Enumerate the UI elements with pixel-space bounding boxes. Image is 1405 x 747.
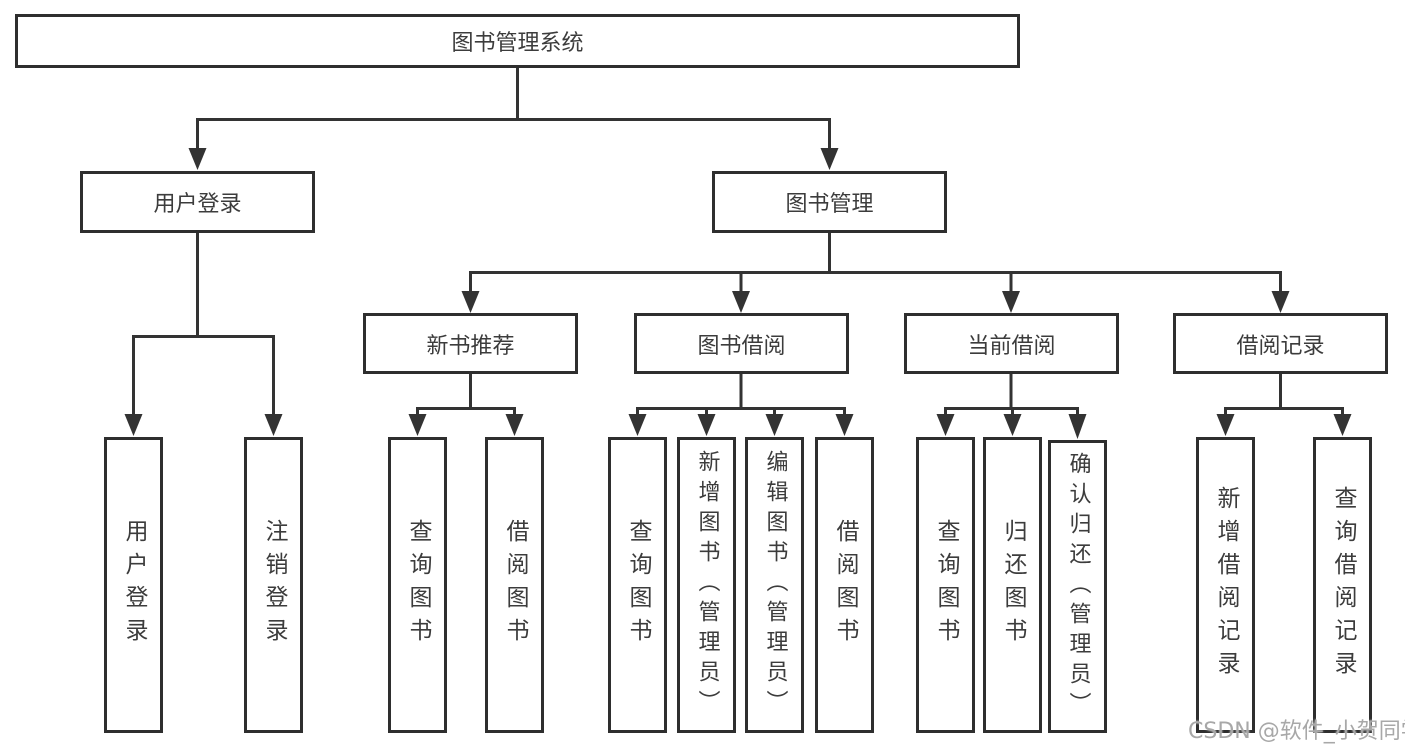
leaf-bb-edit-books-admin: 编辑图书（管理员） [745,437,804,733]
leaf-label: 查询图书 [625,519,651,651]
leaf-cb-confirm-return-admin: 确认归还（管理员） [1048,440,1107,733]
leaf-label: 借阅图书 [832,519,858,651]
leaf-br-add-record: 新增借阅记录 [1196,437,1255,733]
leaf-label: 注销登录 [261,519,287,651]
leaf-label: 归还图书 [1000,519,1026,651]
leaf-label: 查询借阅记录 [1330,486,1356,684]
leaf-br-query-record: 查询借阅记录 [1313,437,1372,733]
leaf-label: 确认归还（管理员） [1065,451,1091,722]
leaf-user-login: 用户登录 [104,437,163,733]
node-user-login: 用户登录 [80,171,315,233]
connector-new-book-children [408,374,524,436]
leaf-label: 用户登录 [121,519,147,651]
connector-book-management-sections [461,233,1290,313]
csdn-watermark: CSDN @软件_小贺同学 [1188,719,1405,744]
node-root-system: 图书管理系统 [15,14,1020,68]
connector-book-borrow-children [628,374,854,436]
leaf-label: 新增借阅记录 [1213,486,1239,684]
connector-borrow-record-children [1216,374,1352,436]
connector-user-login-children [124,233,283,436]
node-current-borrowing: 当前借阅 [904,313,1119,374]
node-book-management: 图书管理 [712,171,947,233]
connector-current-borrow-children [936,374,1087,439]
leaf-bb-query-books: 查询图书 [608,437,667,733]
leaf-nbr-borrow-books: 借阅图书 [485,437,544,733]
leaf-bb-borrow-books: 借阅图书 [815,437,874,733]
node-new-book-recommend: 新书推荐 [363,313,578,374]
leaf-label: 查询图书 [933,519,959,651]
leaf-label: 编辑图书（管理员） [762,450,788,720]
node-book-borrowing: 图书借阅 [634,313,849,374]
leaf-bb-add-books-admin: 新增图书（管理员） [677,437,736,733]
leaf-label: 借阅图书 [502,519,528,651]
leaf-label: 查询图书 [405,519,431,651]
leaf-logout: 注销登录 [244,437,303,733]
leaf-cb-query-books: 查询图书 [916,437,975,733]
leaf-cb-return-books: 归还图书 [983,437,1042,733]
leaf-nbr-query-books: 查询图书 [388,437,447,733]
leaf-label: 新增图书（管理员） [694,450,720,720]
node-borrow-records: 借阅记录 [1173,313,1388,374]
connector-root-to-level2 [188,68,839,170]
